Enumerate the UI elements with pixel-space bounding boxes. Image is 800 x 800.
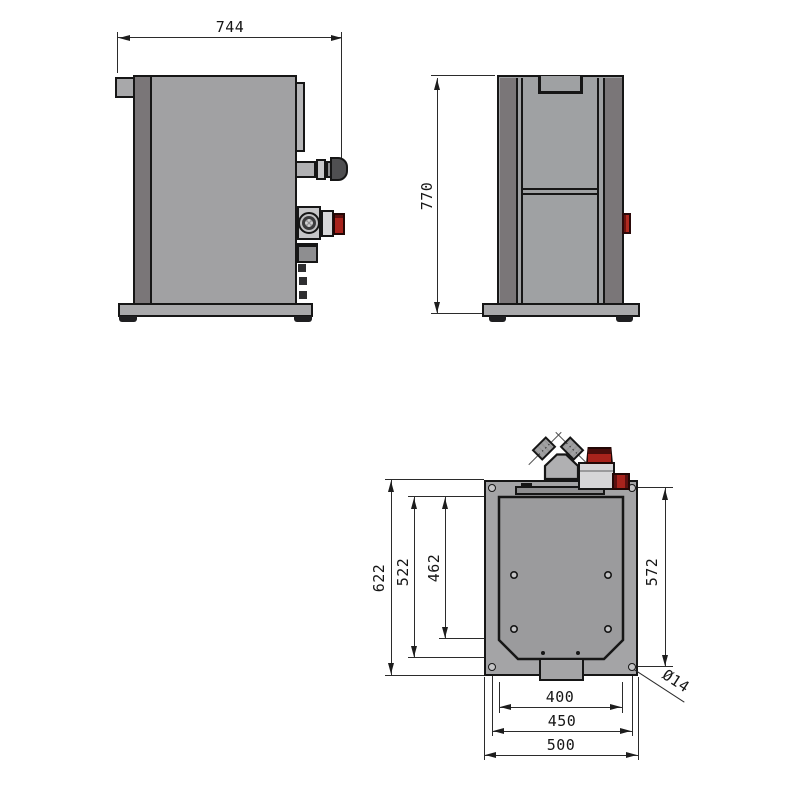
- side-base-plate: [118, 303, 313, 317]
- dim-500-arrow-left: [485, 752, 496, 758]
- dim-400-label: 400: [545, 688, 575, 706]
- dim-450-ext-left: [491, 672, 493, 736]
- dim-450-ext-right: [631, 672, 633, 736]
- dim-522-label: 522: [394, 557, 412, 587]
- hose-end-cap: [330, 157, 348, 181]
- hole-dia-label: Ø14: [659, 665, 693, 697]
- side-machine-body: [133, 75, 297, 305]
- dim-622-line: [391, 480, 392, 675]
- dim-770-ext-bottom: [431, 313, 482, 314]
- side-rear-bracket: [115, 77, 135, 98]
- corner-hole-top-left: [488, 484, 496, 492]
- dim-744-arrow-right: [331, 34, 342, 41]
- dim-500-line: [484, 755, 638, 756]
- dim-500-label: 500: [546, 736, 576, 754]
- dim-770-arrow-bottom: [434, 302, 440, 313]
- top-bottom-tab: [539, 658, 584, 681]
- side-fitting-nub-3: [299, 291, 307, 299]
- dim-572-arrow-bottom: [662, 655, 668, 666]
- connector-block-seam: [580, 470, 613, 472]
- dim-522-arrow-top: [411, 498, 417, 509]
- dim-450-arrow-right: [620, 728, 631, 734]
- front-foot-left: [489, 316, 506, 322]
- y-manifold-body: [543, 453, 580, 481]
- front-handle-recess: [538, 76, 583, 94]
- front-column-left: [499, 77, 518, 303]
- dim-500-arrow-right: [626, 752, 637, 758]
- valve-red-plug: [333, 213, 345, 235]
- front-machine-body: [497, 75, 624, 305]
- dim-522-ext-top: [408, 496, 500, 497]
- dim-572-ext-top: [637, 486, 673, 488]
- dim-522-line: [414, 497, 415, 658]
- dim-500-ext-right: [637, 677, 639, 760]
- top-tank-outline: [497, 495, 625, 661]
- dim-744-ext-right: [341, 32, 342, 158]
- dim-622-label: 622: [370, 563, 388, 593]
- dim-522-ext-bottom: [408, 656, 516, 658]
- front-panel-line-right: [597, 77, 599, 303]
- dim-622-arrow-top: [388, 481, 394, 492]
- side-rear-column: [135, 77, 152, 303]
- corner-hole-bottom-right: [628, 663, 636, 671]
- dim-522-arrow-bottom: [411, 646, 417, 657]
- side-fitting-nub-2: [299, 277, 307, 285]
- dim-744-label: 744: [215, 18, 245, 36]
- dim-462-line: [445, 497, 446, 639]
- dim-462-arrow-bottom: [442, 627, 448, 638]
- side-fitting-nub-1: [298, 264, 306, 272]
- dim-744-arrow-left: [119, 34, 130, 41]
- valve-knob-center: [305, 219, 313, 227]
- dim-622-ext-top: [385, 479, 484, 480]
- dim-622-arrow-bottom: [388, 663, 394, 674]
- dim-462-label: 462: [425, 553, 443, 583]
- top-strip-lug-left: [521, 483, 532, 487]
- dim-572-arrow-top: [662, 489, 668, 500]
- front-base-plate: [482, 303, 640, 317]
- dim-450-label: 450: [547, 712, 577, 730]
- hose-fitting-nut: [316, 159, 326, 180]
- dim-400-arrow-left: [500, 704, 511, 710]
- dim-770-arrow-top: [434, 79, 440, 90]
- dim-770-line: [437, 78, 438, 314]
- dim-400-ext-right: [621, 682, 623, 713]
- hose-fitting-base: [295, 161, 316, 178]
- dim-572-line: [665, 488, 666, 667]
- corner-hole-bottom-left: [488, 663, 496, 671]
- front-panel-line-left: [521, 77, 523, 303]
- dim-744-line: [118, 37, 342, 38]
- dim-500-ext-left: [483, 677, 485, 760]
- dim-462-ext-bottom: [439, 637, 500, 639]
- dim-400-line: [499, 707, 622, 708]
- front-foot-right: [616, 316, 633, 322]
- connector-block: [578, 462, 615, 490]
- side-lower-block: [297, 243, 318, 263]
- side-power-plug-red: [612, 473, 630, 490]
- dim-744-ext-left: [117, 32, 118, 73]
- dim-462-arrow-top: [442, 498, 448, 509]
- dim-450-line: [492, 731, 632, 732]
- side-front-panel-edge: [295, 82, 305, 152]
- front-panel-divider: [523, 188, 597, 195]
- dim-770-label: 770: [418, 181, 436, 211]
- dim-770-ext-top: [431, 75, 495, 76]
- side-foot-right: [294, 316, 312, 322]
- front-red-connector-edge: [622, 213, 631, 234]
- dim-622-ext-bottom: [385, 674, 484, 676]
- side-foot-left: [119, 316, 137, 322]
- dim-572-ext-bottom: [637, 666, 673, 667]
- dim-400-ext-left: [498, 682, 500, 713]
- front-column-right: [603, 77, 622, 303]
- dim-450-arrow-left: [493, 728, 504, 734]
- dim-572-label: 572: [643, 557, 661, 587]
- cee-power-socket-red: [586, 447, 613, 464]
- dim-400-arrow-right: [610, 704, 621, 710]
- top-mounting-strip: [515, 486, 605, 495]
